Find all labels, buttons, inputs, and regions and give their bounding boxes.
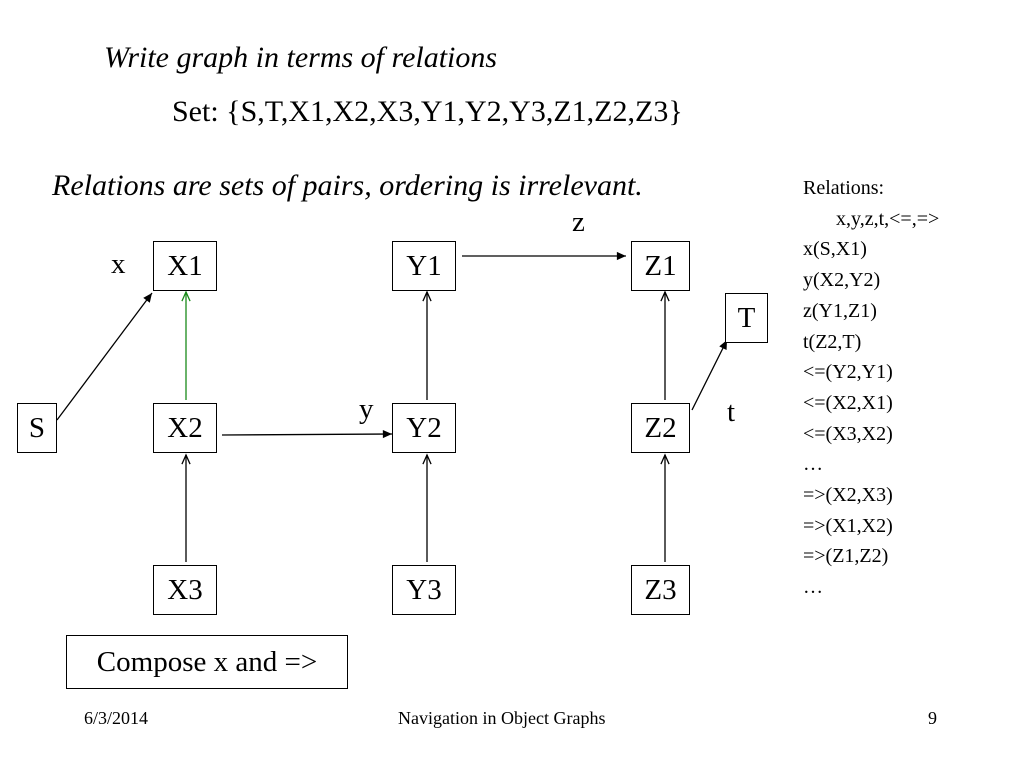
node-Z1: Z1 <box>631 241 690 291</box>
relations-panel: Relations: x,y,z,t,<=,=> x(S,X1) y(X2,Y2… <box>803 173 939 603</box>
node-S: S <box>17 403 57 453</box>
arrowhead <box>422 453 432 465</box>
arrowhead <box>660 290 670 302</box>
edge-label-z: z <box>572 206 585 238</box>
relation-item: <=(Y2,Y1) <box>803 361 893 384</box>
node-Z3: Z3 <box>631 565 690 615</box>
node-X3: X3 <box>153 565 217 615</box>
relations-title: Relations: <box>803 177 885 199</box>
relation-item: x(S,X1) <box>803 238 867 261</box>
slide-subtitle: Relations are sets of pairs, ordering is… <box>52 169 643 202</box>
relation-item: t(Z2,T) <box>803 330 862 353</box>
relation-item: =>(Z1,Z2) <box>803 545 889 568</box>
footer-page-number: 9 <box>928 708 937 728</box>
node-T: T <box>725 293 768 343</box>
node-Y2: Y2 <box>392 403 456 453</box>
node-Y1: Y1 <box>392 241 456 291</box>
relations-names: x,y,z,t,<=,=> <box>836 207 940 230</box>
arrowhead <box>181 290 191 302</box>
edge-label-t: t <box>727 396 736 428</box>
edge-X2-Y2 <box>221 433 393 436</box>
relation-item: =>(X2,X3) <box>803 484 893 507</box>
relation-item: … <box>803 576 823 599</box>
arrowhead <box>422 290 432 302</box>
edge-label-x: x <box>111 248 126 280</box>
node-X2: X2 <box>153 403 217 453</box>
compose-callout: Compose x and => <box>66 635 348 689</box>
arrowhead <box>143 293 152 303</box>
relation-item: <=(X3,X2) <box>803 422 893 445</box>
slide-heading: Write graph in terms of relations <box>104 41 498 74</box>
node-X1: X1 <box>153 241 217 291</box>
edge-label-y: y <box>359 393 374 425</box>
relation-item: <=(X2,X1) <box>803 391 893 414</box>
arrowhead <box>616 251 626 261</box>
footer-date: 6/3/2014 <box>84 708 149 728</box>
relation-item: … <box>803 453 823 476</box>
footer-title: Navigation in Object Graphs <box>398 708 606 728</box>
arrowhead <box>660 453 670 465</box>
edge-Z2-T <box>691 339 728 411</box>
relation-item: z(Y1,Z1) <box>803 299 877 322</box>
relation-item: =>(X1,X2) <box>803 514 893 537</box>
arrowhead <box>382 429 392 439</box>
arrowhead <box>181 453 191 465</box>
relation-item: y(X2,Y2) <box>803 269 881 292</box>
set-definition: Set: {S,T,X1,X2,X3,Y1,Y2,Y3,Z1,Z2,Z3} <box>172 95 683 128</box>
node-Y3: Y3 <box>392 565 456 615</box>
node-Z2: Z2 <box>631 403 690 453</box>
edge-S-X1 <box>56 292 153 421</box>
